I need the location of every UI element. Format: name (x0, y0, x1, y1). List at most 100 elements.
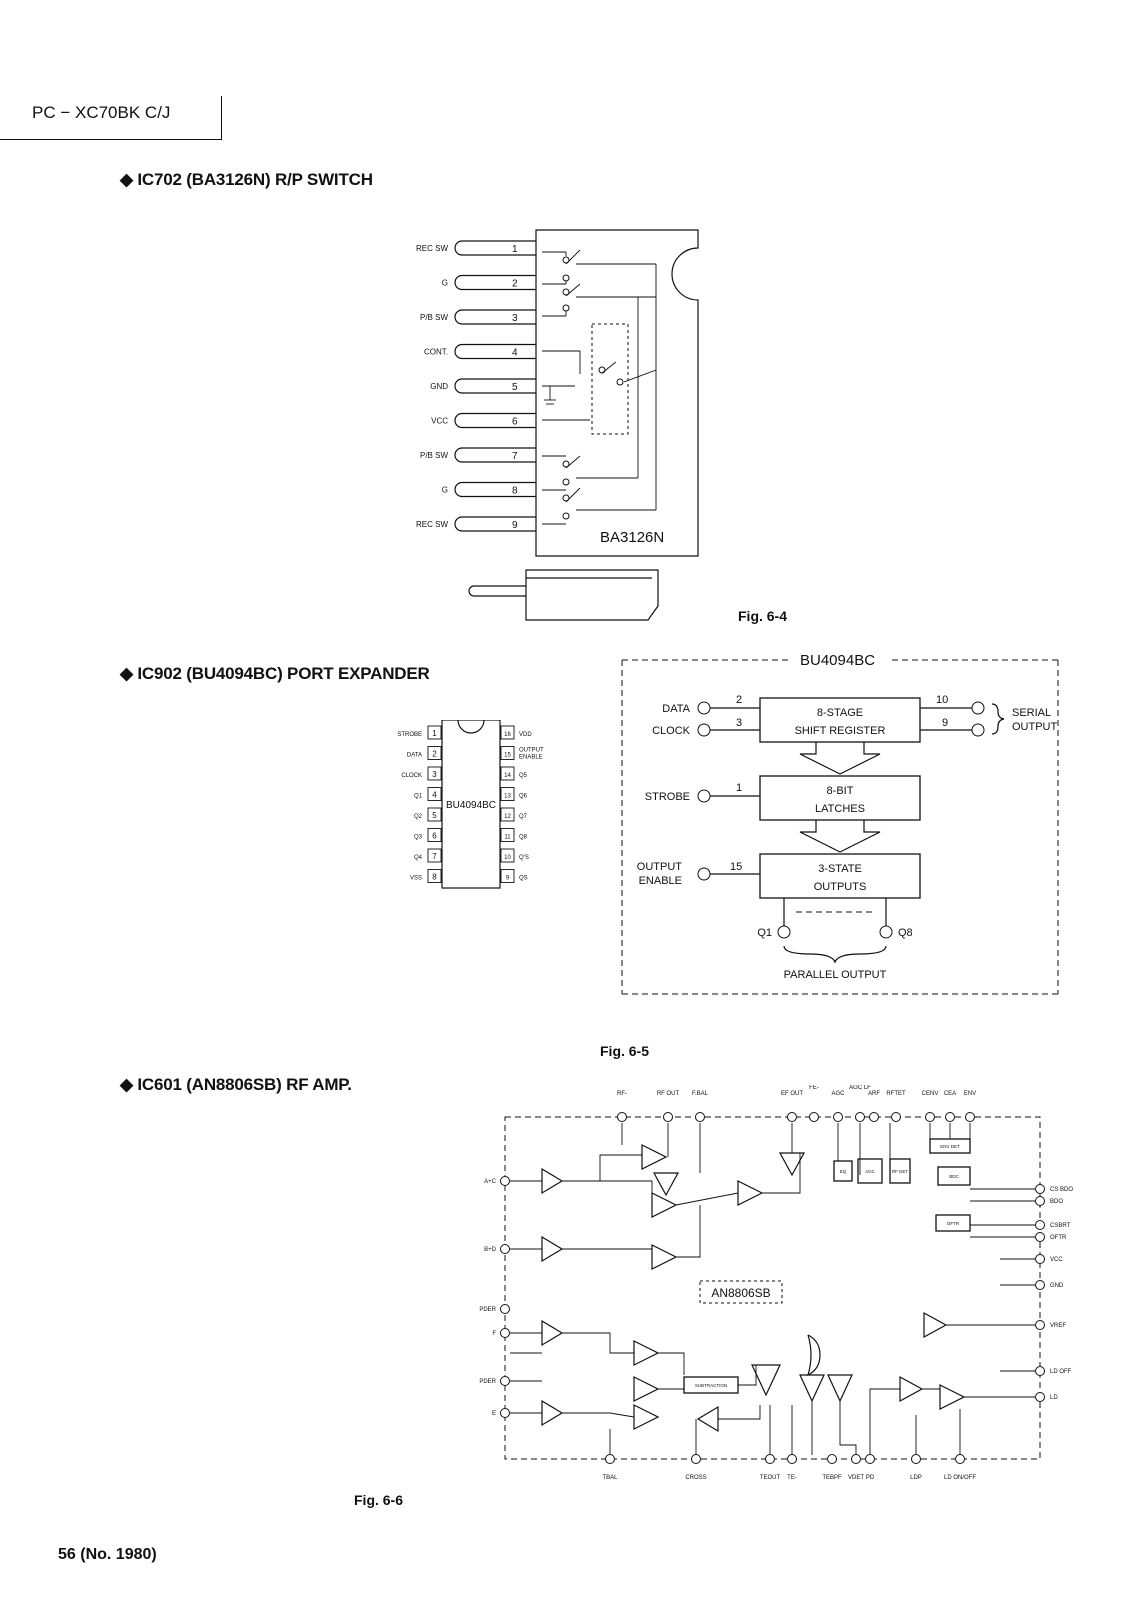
bu4094bc-pin-2: 2 DATA (407, 746, 442, 760)
shift-register-block (759, 697, 921, 743)
svg-text:TEBPF: TEBPF (822, 1475, 842, 1481)
an8806sb-right-pin: CSBRT (1035, 1220, 1071, 1230)
ba3126n-pin-3: 3 P/B SW (420, 309, 536, 325)
svg-text:BDC: BDC (949, 1174, 959, 1179)
svg-text:RF-: RF- (617, 1091, 627, 1097)
ba3126n-pin-number: 2 (512, 279, 518, 290)
shift-register-label-2: SHIFT REGISTER (795, 725, 886, 737)
svg-text:PD: PD (866, 1475, 875, 1481)
svg-text:Q'S: Q'S (519, 855, 529, 861)
an8806sb-traces (510, 1123, 1036, 1455)
svg-text:A+C: A+C (484, 1179, 497, 1185)
svg-text:CS BDO: CS BDO (1050, 1187, 1073, 1193)
strobe-input-label: STROBE (645, 791, 690, 803)
an8806sb-left-pin: E (492, 1408, 510, 1418)
pin-number-3: 3 (736, 717, 742, 729)
an8806sb-block-agc: AGC (857, 1158, 883, 1184)
ba3126n-pin-label: REC SW (416, 244, 448, 253)
svg-text:9: 9 (506, 876, 510, 882)
page-header-model: PC − XC70BK C/J (32, 103, 171, 122)
svg-text:VDET: VDET (848, 1475, 864, 1481)
bu4094bc-pinout-chip-label: BU4094BC (446, 800, 496, 811)
an8806sb-right-pin: VCC (1035, 1254, 1063, 1264)
ba3126n-pin-number: 1 (512, 244, 518, 255)
an8806sb-top-pin: RFTET (886, 1091, 906, 1122)
svg-text:LD OFF: LD OFF (1050, 1369, 1072, 1375)
ba3126n-pin-2: 2G (442, 274, 536, 291)
svg-text:16: 16 (504, 732, 511, 738)
svg-text:ARF: ARF (868, 1091, 880, 1097)
an8806sb-top-pin: FE- (809, 1085, 819, 1122)
svg-text:13: 13 (504, 794, 511, 800)
header-rule (0, 139, 222, 140)
an8806sb-bottom-pin: LDP (910, 1454, 922, 1481)
svg-text:SUBTRACTION: SUBTRACTION (695, 1383, 727, 1388)
svg-text:VCC: VCC (1050, 1257, 1063, 1263)
svg-text:15: 15 (504, 753, 511, 759)
svg-text:Q3: Q3 (414, 835, 423, 841)
an8806sb-left-pin: F (492, 1328, 510, 1338)
bu4094bc-pin-13: 13 Q6 (500, 787, 528, 801)
an8806sb-top-pin: RF- (617, 1091, 627, 1122)
svg-text:14: 14 (504, 773, 511, 779)
svg-text:2: 2 (432, 750, 437, 759)
outputs-block (759, 853, 921, 899)
an8806sb-block-eq: EQ (833, 1160, 853, 1182)
svg-text:STROBE: STROBE (397, 732, 422, 738)
ba3126n-pin-1: 1 REC SW (416, 240, 536, 256)
pin-number-9: 9 (942, 717, 948, 729)
svg-text:VDD: VDD (519, 732, 532, 738)
an8806sb-bottom-pin: TBAL (602, 1454, 618, 1481)
ba3126n-pin-7: 7P/B SW (420, 447, 536, 463)
svg-text:Q6: Q6 (519, 794, 528, 800)
ba3126n-pin-label: G (442, 486, 448, 495)
an8806sb-bottom-pin: TEBPF (822, 1454, 842, 1481)
bu4094bc-block-diagram: BU4094BC 8-STAGE SHIFT REGISTER 8-BIT LA… (621, 652, 1059, 995)
an8806sb-block-subtraction: SUBTRACTION (683, 1376, 739, 1394)
svg-text:7: 7 (432, 852, 437, 861)
outputs-label-2: OUTPUTS (814, 881, 867, 893)
pin-number-2: 2 (736, 694, 742, 706)
data-input-label: DATA (662, 703, 690, 715)
an8806sb-left-pin: PDER (479, 1376, 510, 1386)
svg-text:3: 3 (432, 770, 437, 779)
svg-text:F.BAL: F.BAL (692, 1091, 709, 1097)
ba3126n-pin-number: 3 (512, 313, 518, 324)
bu4094bc-pin-5: 5Q2 (414, 807, 442, 822)
svg-text:AGC: AGC (865, 1169, 876, 1174)
q8-output-label: Q8 (898, 927, 913, 939)
svg-text:DATA: DATA (407, 753, 422, 759)
latches-label-1: 8-BIT (827, 785, 854, 797)
an8806sb-block-rf-det: RF DET (889, 1158, 911, 1184)
latches-label-2: LATCHES (815, 803, 865, 815)
ba3126n-pin-number: 7 (512, 451, 518, 462)
svg-text:EQ: EQ (840, 1169, 847, 1174)
svg-text:CENV: CENV (922, 1091, 939, 1097)
svg-text:GND: GND (1050, 1283, 1064, 1289)
svg-text:Q4: Q4 (414, 855, 423, 861)
an8806sb-right-pin: CS BDO (1035, 1184, 1073, 1194)
svg-text:CROSS: CROSS (685, 1475, 706, 1481)
serial-output-label-1: SERIAL (1012, 707, 1051, 719)
ba3126n-body (535, 229, 699, 557)
ba3126n-pin-label: P/B SW (420, 313, 448, 322)
ba3126n-pin-number: 8 (512, 486, 518, 497)
ba3126n-pin-number: 5 (512, 382, 518, 393)
svg-text:OFTR: OFTR (1050, 1235, 1067, 1241)
serial-output-label-2: OUTPUT (1012, 721, 1058, 733)
svg-text:TE-: TE- (787, 1475, 797, 1481)
an8806sb-right-pin: VREF (1035, 1320, 1066, 1330)
svg-text:OUTPUT: OUTPUT (519, 748, 544, 754)
svg-text:FE-: FE- (809, 1085, 819, 1091)
svg-text:Q2: Q2 (414, 814, 423, 820)
an8806sb-block-env-det: ENV DET (929, 1138, 971, 1154)
svg-text:11: 11 (504, 835, 511, 841)
